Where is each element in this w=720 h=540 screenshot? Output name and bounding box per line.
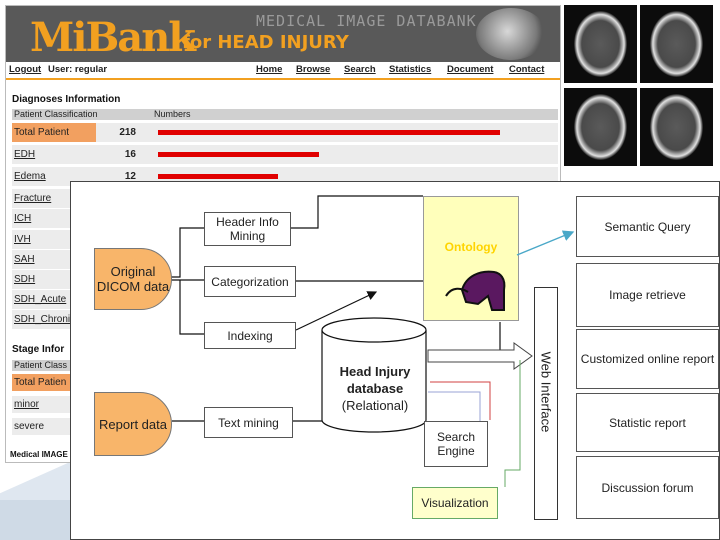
ct-scan-image	[564, 88, 637, 166]
diagnosis-label[interactable]: ICH	[14, 213, 32, 224]
arrow-to-database	[295, 291, 378, 331]
diagnosis-label[interactable]: SDH	[14, 274, 36, 285]
banner-title: MEDICAL IMAGE DATABANK	[256, 12, 477, 30]
database-label-line1: Head Injury	[339, 364, 411, 379]
nav-document[interactable]: Document	[447, 64, 494, 75]
diagnosis-bar	[158, 174, 278, 179]
ct-scan-image	[640, 88, 713, 166]
nav-search[interactable]: Search	[344, 64, 376, 75]
diagnosis-label: Total Patient	[12, 123, 96, 142]
ct-scan-image	[640, 5, 713, 83]
diagnosis-count: 218	[119, 127, 136, 138]
ontology-icon-stroke	[445, 287, 469, 297]
logout-link[interactable]: Logout	[9, 64, 42, 75]
original-dicom-data: Original DICOM data	[94, 248, 172, 310]
discussion-forum-box: Discussion forum	[576, 456, 719, 519]
ontology-icon	[460, 270, 506, 311]
site-logo-subtitle: for HEAD INJURY	[182, 32, 349, 53]
connector-ontology	[291, 195, 423, 229]
categorization-box: Categorization	[204, 266, 296, 297]
indexing-box: Indexing	[204, 322, 296, 349]
diagnosis-bar	[158, 152, 319, 157]
connector-header-info	[170, 227, 204, 278]
database-cylinder-top	[321, 317, 427, 343]
diagnosis-label[interactable]: SAH	[14, 254, 35, 265]
customized-online-report-box: Customized online report	[576, 329, 719, 389]
site-banner: MiBank for HEAD INJURY MEDICAL IMAGE DAT…	[6, 6, 560, 62]
site-navbar: Logout User: regular Home Browse Search …	[6, 62, 560, 80]
diagnosis-label[interactable]: IVH	[14, 234, 31, 245]
stage-col1-header: Patient Class	[14, 360, 68, 370]
skull-image	[476, 8, 546, 60]
stage-row-label: severe	[14, 421, 45, 432]
diagnosis-label[interactable]: SDH_Acute	[14, 294, 67, 305]
database-label-line2: database	[346, 381, 404, 396]
background-shape	[0, 500, 70, 540]
diagnosis-label[interactable]: SDH_Chronic	[14, 314, 76, 325]
image-retrieve-box: Image retrieve	[576, 263, 719, 327]
connector-indexing	[179, 280, 204, 335]
search-engine-box: Search Engine	[424, 421, 488, 467]
ontology-label: Ontology	[444, 240, 498, 254]
diagnosis-bar	[158, 130, 500, 135]
arrow-to-semantic-query	[516, 230, 575, 256]
report-data: Report data	[94, 392, 172, 456]
table-row[interactable]: Total Patient 218	[12, 123, 558, 142]
nav-browse[interactable]: Browse	[296, 64, 331, 75]
diagnoses-header-row: Patient Classification Numbers	[12, 109, 558, 120]
site-footer: Medical IMAGE	[10, 450, 68, 459]
site-logo: MiBank	[30, 14, 196, 61]
visualization-box: Visualization	[412, 487, 498, 519]
diagnosis-label[interactable]: EDH	[14, 149, 36, 160]
semantic-query-box: Semantic Query	[576, 196, 719, 257]
stage-row-label[interactable]: minor	[14, 399, 40, 410]
nav-statistics[interactable]: Statistics	[389, 64, 432, 75]
database-label-line3: (Relational)	[341, 398, 409, 413]
statistic-report-box: Statistic report	[576, 393, 719, 452]
header-info-mining-box: Header Info Mining	[204, 212, 291, 246]
database-cylinder	[321, 330, 427, 433]
nav-home[interactable]: Home	[256, 64, 283, 75]
nav-contact[interactable]: Contact	[509, 64, 545, 75]
text-mining-box: Text mining	[204, 407, 293, 438]
connector-visualization	[504, 360, 521, 487]
arrow-db-to-web	[427, 342, 533, 370]
stage-title: Stage Infor	[12, 344, 65, 355]
diagnosis-label[interactable]: Edema	[14, 171, 46, 182]
diagnosis-count: 16	[124, 149, 136, 160]
web-interface-label: Web Interface	[538, 351, 554, 433]
web-interface-bar	[534, 287, 558, 520]
connector-search-engine-2	[428, 391, 481, 425]
diagnosis-count: 12	[124, 171, 136, 182]
user-label: User: regular	[48, 64, 108, 75]
ct-scan-image	[564, 5, 637, 83]
table-row[interactable]: EDH 16	[12, 145, 558, 164]
database-label: Head Injury database (Relational)	[323, 363, 427, 414]
diagnoses-col2-header: Numbers	[154, 109, 191, 119]
diagnoses-title: Diagnoses Information	[12, 94, 121, 105]
diagnoses-col1-header: Patient Classification	[14, 109, 98, 119]
connector-search-engine	[430, 381, 491, 420]
diagnosis-label[interactable]: Fracture	[14, 193, 52, 204]
